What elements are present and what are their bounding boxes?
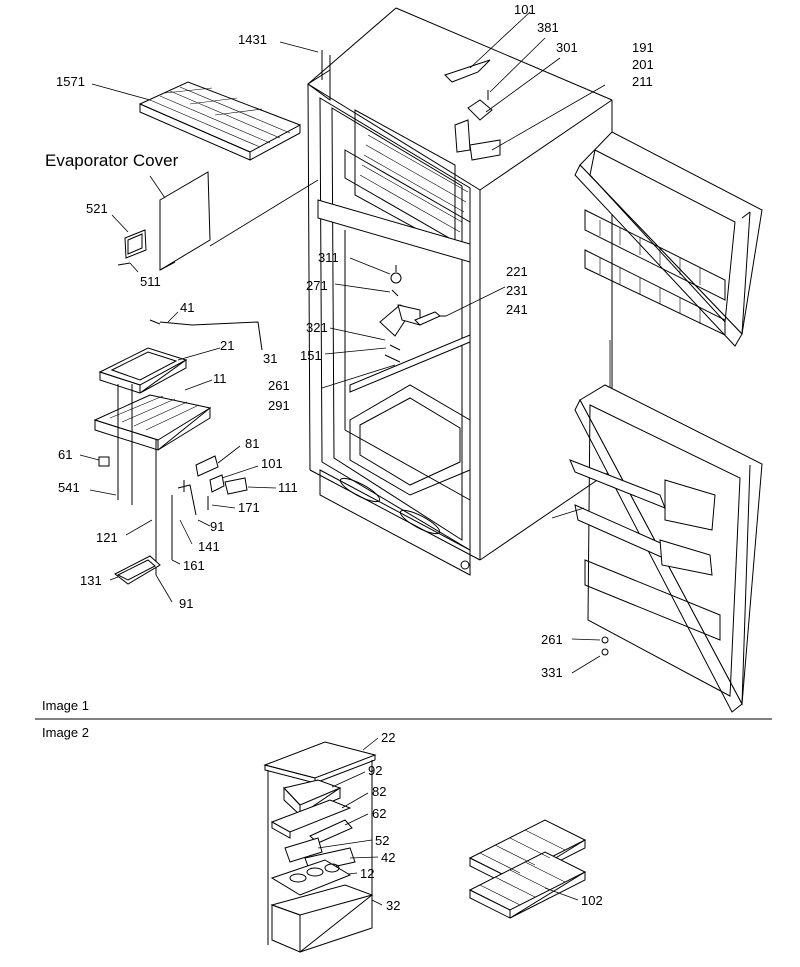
callout-511: 511 [140, 274, 161, 289]
callout-91-bottom: 91 [179, 596, 193, 611]
evaporator-cover-label: Evaporator Cover [45, 151, 179, 170]
freezer-shelf-1571 [91, 81, 302, 161]
callout-61: 61 [58, 447, 72, 462]
fresh-food-door [551, 384, 763, 713]
top-hinge-assembly [444, 11, 606, 161]
callout-211: 211 [632, 74, 653, 89]
ice-bin-assembly [263, 737, 383, 953]
callout-91-mid: 91 [210, 519, 224, 534]
callout-521: 521 [86, 201, 108, 216]
callout-261: 261 [268, 378, 290, 393]
callout-52: 52 [375, 833, 389, 848]
ice-maker-assembly [79, 311, 277, 603]
callout-92: 92 [368, 763, 382, 778]
callout-42: 42 [381, 850, 395, 865]
callout-311: 311 [318, 250, 339, 265]
callout-12: 12 [360, 866, 374, 881]
callout-121: 121 [96, 530, 118, 545]
image2-label: Image 2 [42, 725, 89, 740]
callout-82: 82 [372, 784, 386, 799]
callout-22: 22 [381, 730, 395, 745]
refrigerator-cabinet [307, 7, 613, 576]
callout-131: 131 [80, 573, 102, 588]
callout-191: 191 [632, 40, 654, 55]
center-parts [321, 257, 506, 389]
callout-221: 221 [506, 264, 528, 279]
callout-321: 321 [306, 320, 328, 335]
callout-1431: 1431 [238, 32, 267, 47]
callout-241: 241 [506, 302, 528, 317]
ice-trays-102 [468, 819, 587, 919]
callout-41: 41 [180, 300, 194, 315]
callout-201: 201 [632, 57, 654, 72]
callout-11: 11 [213, 371, 227, 386]
callout-171: 171 [238, 500, 260, 515]
callout-151: 151 [300, 348, 322, 363]
callout-31: 31 [263, 351, 277, 366]
callout-301: 301 [556, 40, 578, 55]
callout-291: 291 [268, 398, 290, 413]
callout-331: 331 [541, 665, 563, 680]
freezer-door [574, 131, 763, 347]
image1-label: Image 1 [42, 698, 89, 713]
callout-101-mid: 101 [261, 456, 283, 471]
callout-1571: 1571 [56, 74, 85, 89]
callout-102: 102 [581, 893, 603, 908]
callout-271: 271 [306, 278, 328, 293]
callout-381: 381 [537, 20, 559, 35]
callout-541: 541 [58, 480, 80, 495]
callout-81: 81 [245, 436, 259, 451]
callout-161: 161 [183, 558, 205, 573]
callout-32: 32 [386, 898, 400, 913]
callout-101-top: 101 [514, 2, 536, 17]
callout-141: 141 [198, 539, 220, 554]
evaporator-cover [111, 171, 319, 273]
callout-labels: 1431 101 381 301 191 201 211 1571 Evapor… [42, 2, 654, 913]
screws-1431 [279, 41, 331, 85]
callout-261-door: 261 [541, 632, 563, 647]
callout-111: 111 [278, 480, 298, 495]
callout-21: 21 [220, 338, 234, 353]
callout-231: 231 [506, 283, 528, 298]
callout-62: 62 [372, 806, 386, 821]
